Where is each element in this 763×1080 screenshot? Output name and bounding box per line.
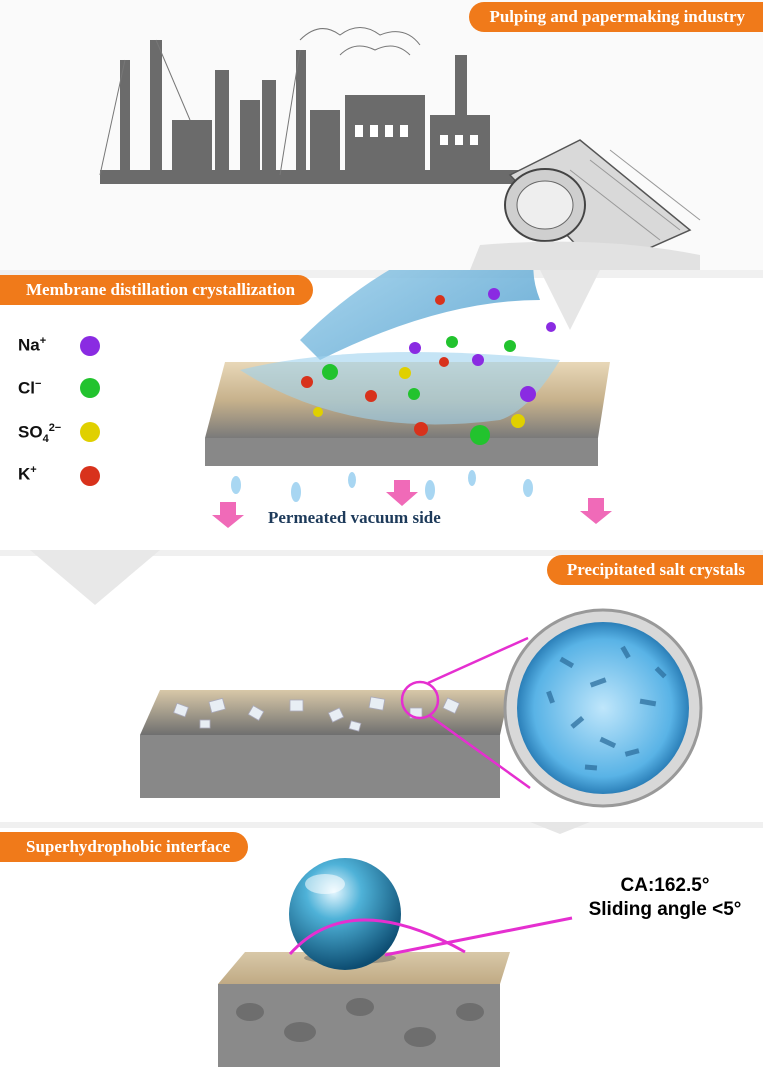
contact-angle-label: CA:162.5° (620, 875, 710, 896)
interface-illustration (0, 822, 763, 1067)
arrow-down-icon (580, 498, 612, 524)
angle-labels: CA:162.5° Sliding angle <5° (570, 874, 760, 922)
permeation-arrows (212, 480, 612, 528)
sulfate-dot-icon (80, 422, 100, 442)
crystals-illustration (0, 550, 763, 808)
industry-panel: Pulping and papermaking industry (0, 0, 763, 270)
legend-label-so4: SO42− (18, 422, 62, 446)
potassium-dot-icon (80, 466, 100, 486)
interface-panel: Superhydrophobic interface (0, 822, 763, 1080)
chloride-dot-icon (80, 378, 100, 398)
industry-title: Pulping and papermaking industry (469, 2, 763, 32)
arrow-down-icon (386, 480, 418, 506)
sodium-dot-icon (80, 336, 100, 356)
ion-particles (301, 288, 556, 445)
factory-sketch (99, 27, 701, 270)
interface-title: Superhydrophobic interface (0, 832, 249, 862)
water-droplet-icon (289, 858, 401, 970)
sliding-angle-label: Sliding angle <5° (588, 899, 742, 920)
vacuum-side-label: Permeated vacuum side (268, 508, 441, 527)
arrow-down-icon (212, 502, 244, 528)
crystals-panel: Precipitated salt crystals (0, 550, 763, 822)
distillation-panel: Membrane distillation crystallization Na… (0, 270, 763, 550)
legend-label-na: Na+ (18, 335, 47, 355)
pipe-icon (504, 139, 701, 270)
distillation-title: Membrane distillation crystallization (0, 275, 314, 305)
distillation-illustration (0, 270, 763, 528)
legend-label-k: K+ (18, 464, 37, 484)
legend-label-cl: Cl− (18, 378, 42, 398)
crystals-title: Precipitated salt crystals (546, 555, 763, 585)
